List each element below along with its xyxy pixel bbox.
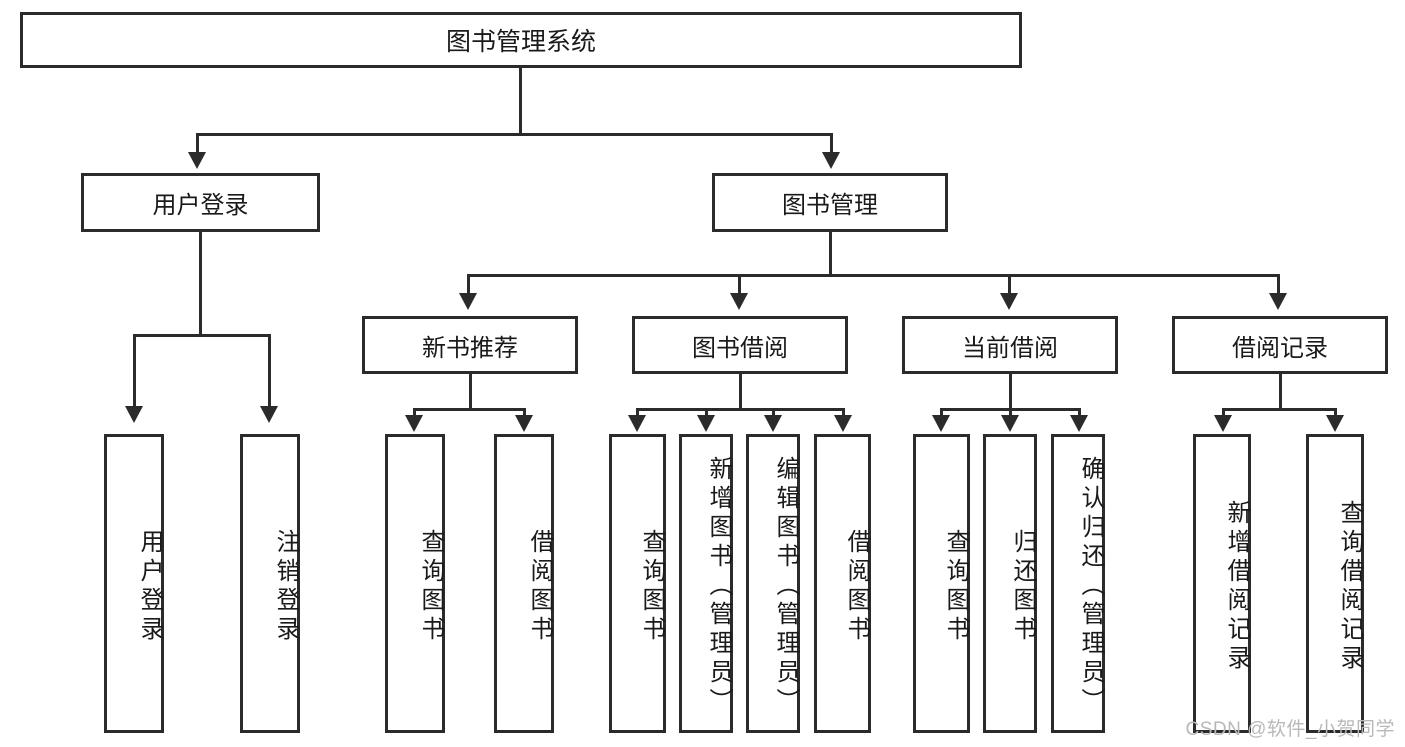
node-label: 用户登录 bbox=[136, 528, 163, 645]
connector-user-login-child-2 bbox=[268, 334, 271, 409]
arrow-down-icon bbox=[125, 406, 143, 423]
node-label: 图书管理系统 bbox=[445, 28, 596, 56]
arrow-down-icon bbox=[260, 406, 278, 423]
connector-recommend-stem bbox=[469, 374, 472, 410]
node-label: 借阅图书 bbox=[526, 528, 553, 645]
node-user-login[interactable]: 用户登录 bbox=[81, 173, 320, 232]
leaf-confirm-return-admin[interactable]: 确认归还（管理员） bbox=[1051, 434, 1105, 733]
connector-book-mgmt-child-4 bbox=[1277, 274, 1280, 296]
node-book-borrow[interactable]: 图书借阅 bbox=[632, 316, 848, 374]
connector-user-login-stem bbox=[199, 232, 202, 336]
node-label: 借阅图书 bbox=[843, 528, 870, 645]
leaf-add-book-admin[interactable]: 新增图书（管理员） bbox=[679, 434, 733, 733]
arrow-down-icon bbox=[1214, 415, 1232, 432]
node-label: 新增图书（管理员） bbox=[705, 456, 732, 717]
leaf-return-book[interactable]: 归还图书 bbox=[983, 434, 1037, 733]
connector-recommend-child-2 bbox=[523, 408, 526, 418]
connector-current-stem bbox=[1009, 374, 1012, 410]
connector-borrow-child-3 bbox=[772, 408, 775, 418]
connector-root-to-user-login bbox=[196, 133, 199, 155]
node-book-management[interactable]: 图书管理 bbox=[712, 173, 948, 232]
arrow-down-icon bbox=[1326, 415, 1344, 432]
leaf-user-login[interactable]: 用户登录 bbox=[104, 434, 164, 733]
node-label: 编辑图书（管理员） bbox=[772, 456, 799, 717]
connector-borrow-child-2 bbox=[705, 408, 708, 418]
node-label: 用户登录 bbox=[152, 192, 249, 219]
node-label: 确认归还（管理员） bbox=[1077, 456, 1104, 717]
connector-record-child-1 bbox=[1222, 408, 1225, 418]
leaf-query-book-recommend[interactable]: 查询图书 bbox=[385, 434, 445, 733]
connector-record-stem bbox=[1279, 374, 1282, 410]
leaf-edit-book-admin[interactable]: 编辑图书（管理员） bbox=[746, 434, 800, 733]
node-root-system[interactable]: 图书管理系统 bbox=[20, 12, 1022, 68]
arrow-down-icon bbox=[764, 415, 782, 432]
node-label: 新书推荐 bbox=[422, 334, 518, 362]
connector-current-child-1 bbox=[940, 408, 943, 418]
leaf-query-book-current[interactable]: 查询图书 bbox=[913, 434, 970, 733]
leaf-logout[interactable]: 注销登录 bbox=[240, 434, 300, 733]
node-label: 图书管理 bbox=[782, 192, 878, 219]
node-label: 借阅记录 bbox=[1232, 334, 1328, 362]
arrow-down-icon bbox=[459, 293, 477, 310]
node-label: 当前借阅 bbox=[962, 334, 1058, 362]
node-label: 归还图书 bbox=[1009, 528, 1036, 645]
arrow-down-icon bbox=[834, 415, 852, 432]
node-label: 查询图书 bbox=[942, 528, 969, 645]
connector-borrow-bus bbox=[636, 408, 845, 411]
node-label: 查询图书 bbox=[417, 528, 444, 645]
leaf-borrow-book-recommend[interactable]: 借阅图书 bbox=[494, 434, 554, 733]
leaf-query-borrow-record[interactable]: 查询借阅记录 bbox=[1306, 434, 1364, 733]
connector-book-mgmt-child-2 bbox=[738, 274, 741, 296]
arrow-down-icon bbox=[1001, 415, 1019, 432]
node-current-borrow[interactable]: 当前借阅 bbox=[902, 316, 1118, 374]
connector-current-child-3 bbox=[1078, 408, 1081, 418]
node-new-book-recommend[interactable]: 新书推荐 bbox=[362, 316, 578, 374]
leaf-query-book-borrow[interactable]: 查询图书 bbox=[609, 434, 666, 733]
leaf-add-borrow-record[interactable]: 新增借阅记录 bbox=[1193, 434, 1251, 733]
node-borrow-record[interactable]: 借阅记录 bbox=[1172, 316, 1388, 374]
node-label: 图书借阅 bbox=[692, 334, 788, 362]
connector-book-mgmt-child-3 bbox=[1008, 274, 1011, 296]
node-label: 查询借阅记录 bbox=[1336, 499, 1363, 674]
arrow-down-icon bbox=[697, 415, 715, 432]
arrow-down-icon bbox=[628, 415, 646, 432]
connector-record-child-2 bbox=[1334, 408, 1337, 418]
arrow-down-icon bbox=[1070, 415, 1088, 432]
arrow-down-icon bbox=[822, 152, 840, 169]
arrow-down-icon bbox=[405, 415, 423, 432]
leaf-borrow-book[interactable]: 借阅图书 bbox=[814, 434, 871, 733]
connector-record-bus bbox=[1222, 408, 1337, 411]
connector-book-mgmt-stem bbox=[829, 232, 832, 276]
node-label: 注销登录 bbox=[272, 528, 299, 645]
arrow-down-icon bbox=[932, 415, 950, 432]
connector-book-mgmt-bus bbox=[467, 274, 1280, 277]
connector-book-mgmt-child-1 bbox=[467, 274, 470, 296]
arrow-down-icon bbox=[515, 415, 533, 432]
arrow-down-icon bbox=[1269, 293, 1287, 310]
arrow-down-icon bbox=[188, 152, 206, 169]
watermark-text: CSDN @软件_小贺同学 bbox=[1185, 719, 1395, 740]
connector-current-child-2 bbox=[1009, 408, 1012, 418]
connector-recommend-child-1 bbox=[413, 408, 416, 418]
connector-borrow-child-4 bbox=[842, 408, 845, 418]
connector-borrow-stem bbox=[739, 374, 742, 410]
connector-root-stem bbox=[519, 68, 522, 135]
arrow-down-icon bbox=[1000, 293, 1018, 310]
connector-user-login-child-1 bbox=[133, 334, 136, 409]
node-label: 查询图书 bbox=[638, 528, 665, 645]
node-label: 新增借阅记录 bbox=[1223, 499, 1250, 674]
connector-root-bus bbox=[196, 133, 833, 136]
arrow-down-icon bbox=[730, 293, 748, 310]
connector-user-login-bus bbox=[133, 334, 268, 337]
connector-root-to-book-mgmt bbox=[830, 133, 833, 155]
connector-recommend-bus bbox=[413, 408, 526, 411]
connector-borrow-child-1 bbox=[636, 408, 639, 418]
